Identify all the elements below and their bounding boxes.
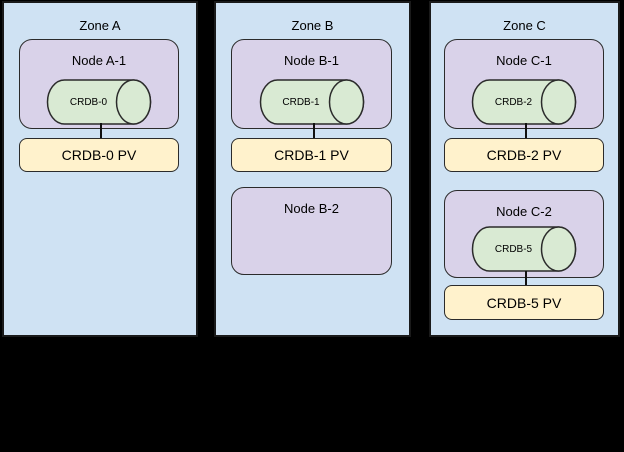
zone-b: Zone B Node B-1 CRDB-1 CRDB-1 PV Node B-… [214, 1, 411, 337]
node-c2-label: Node C-2 [496, 204, 552, 219]
zone-c: Zone C Node C-1 CRDB-2 CRDB-2 PV Node C-… [429, 1, 620, 337]
node-c1: Node C-1 CRDB-2 [444, 39, 604, 129]
node-a1: Node A-1 CRDB-0 [19, 39, 179, 129]
node-b1: Node B-1 CRDB-1 [231, 39, 392, 129]
crdb-0-cylinder-label: CRDB-0 [69, 96, 108, 108]
connector-crdb2-to-pv [525, 123, 527, 139]
crdb-5-pv-box: CRDB-5 PV [444, 285, 604, 320]
crdb-5-pv-label: CRDB-5 PV [486, 294, 562, 311]
node-c2: Node C-2 CRDB-5 [444, 190, 604, 278]
connector-crdb1-to-pv [313, 123, 315, 139]
node-b1-label: Node B-1 [284, 53, 339, 68]
connector-crdb5-to-pv [525, 271, 527, 286]
crdb-5-cylinder: CRDB-5 [471, 226, 577, 272]
crdb-2-cylinder: CRDB-2 [471, 79, 577, 125]
zone-a-label: Zone A [79, 18, 121, 33]
crdb-1-pv-label: CRDB-1 PV [274, 147, 349, 163]
zone-a: Zone A Node A-1 CRDB-0 CRDB-0 PV [2, 1, 198, 337]
zone-c-label: Zone C [503, 18, 546, 33]
crdb-1-cylinder: CRDB-1 [259, 79, 364, 125]
zone-b-label: Zone B [291, 18, 334, 33]
node-a1-label: Node A-1 [71, 53, 127, 68]
crdb-1-pv-box: CRDB-1 PV [231, 138, 392, 172]
node-b2: Node B-2 [231, 187, 392, 275]
node-c1-label: Node C-1 [496, 53, 552, 68]
connector-crdb0-to-pv [100, 123, 102, 139]
crdb-2-pv-box: CRDB-2 PV [444, 138, 604, 172]
crdb-1-cylinder-label: CRDB-1 [282, 96, 320, 108]
crdb-0-pv-box: CRDB-0 PV [19, 138, 179, 172]
crdb-2-pv-label: CRDB-2 PV [486, 147, 562, 163]
crdb-0-pv-label: CRDB-0 PV [61, 147, 137, 163]
crdb-2-cylinder-label: CRDB-2 [494, 96, 533, 108]
node-b2-label: Node B-2 [284, 201, 339, 216]
crdb-0-cylinder: CRDB-0 [46, 79, 152, 125]
crdb-5-cylinder-label: CRDB-5 [494, 243, 533, 255]
